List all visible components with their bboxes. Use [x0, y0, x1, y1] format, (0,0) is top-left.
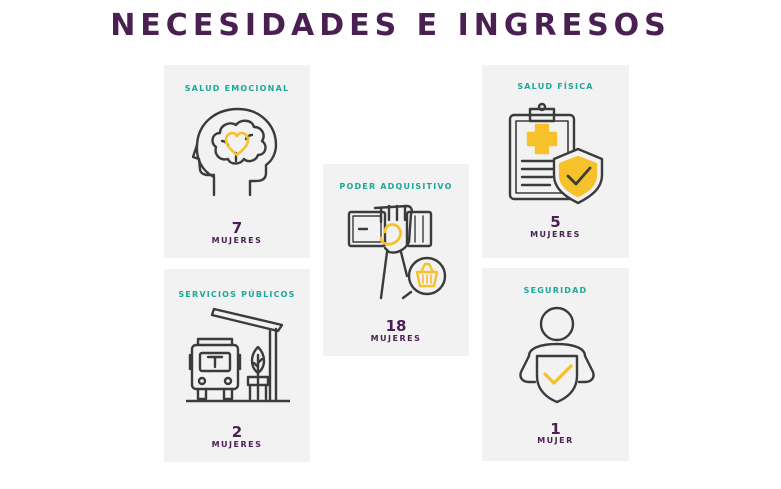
card-label: SALUD FÍSICA	[517, 82, 594, 91]
card-count: 2	[231, 423, 243, 441]
card-seguridad: SEGURIDAD 1 MUJER	[482, 268, 629, 461]
bus-stop-icon	[186, 307, 290, 405]
card-count: 7	[231, 219, 243, 237]
card-label: SERVICIOS PÚBLICOS	[178, 290, 296, 299]
card-salud-emocional: SALUD EMOCIONAL 7 MUJERES	[164, 65, 310, 258]
brain-heart-icon	[192, 103, 282, 203]
person-shield-icon	[515, 306, 599, 406]
page-title: NECESIDADES E INGRESOS	[110, 8, 671, 43]
card-unit: MUJERES	[211, 236, 263, 245]
card-count: 1	[550, 420, 561, 438]
card-label: SEGURIDAD	[523, 286, 588, 295]
card-count: 5	[550, 213, 561, 231]
card-label: PODER ADQUISITIVO	[339, 182, 453, 191]
clipboard-shield-icon	[506, 101, 606, 205]
card-count: 18	[385, 317, 407, 335]
money-basket-icon	[345, 202, 447, 302]
card-unit: MUJERES	[370, 334, 422, 343]
card-unit: MUJERES	[530, 230, 581, 239]
card-label: SALUD EMOCIONAL	[184, 84, 290, 93]
card-unit: MUJERES	[211, 440, 263, 449]
card-poder-adquisitivo: PODER ADQUISITIVO 18 MUJERES	[323, 164, 469, 356]
card-servicios-publicos: SERVICIOS PÚBLICOS 2 MUJERES	[164, 269, 310, 462]
card-salud-fisica: SALUD FÍSICA 5 MUJERES	[482, 65, 629, 258]
card-unit: MUJER	[537, 436, 574, 445]
